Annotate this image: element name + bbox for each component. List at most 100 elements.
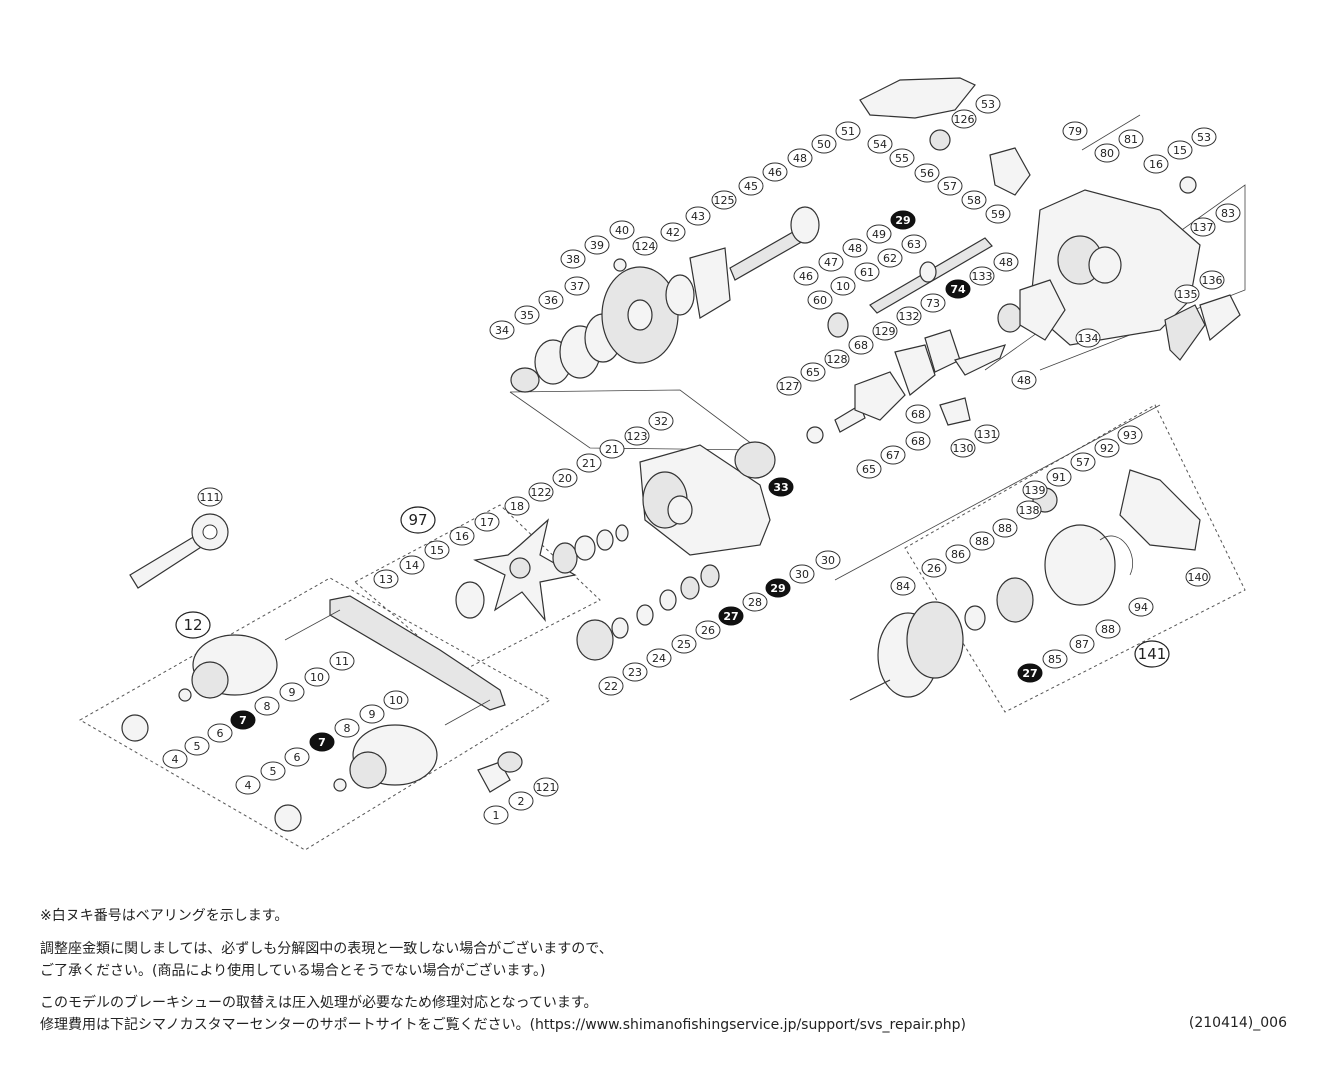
part-label-68: 68 (905, 404, 931, 424)
part-label-135: 135 (1174, 284, 1200, 304)
part-label-4: 4 (235, 775, 261, 795)
part-label-text: 30 (795, 568, 809, 581)
part-label-text: 47 (824, 256, 838, 269)
part-label-text: 67 (886, 449, 900, 462)
part-label-88: 88 (992, 518, 1018, 538)
part-label-text: 84 (896, 580, 910, 593)
part-label-text: 36 (544, 294, 558, 307)
part-label-123: 123 (624, 426, 650, 446)
part-label-111: 111 (197, 487, 223, 507)
part-label-text: 13 (379, 573, 393, 586)
repair-note-line-1: このモデルのブレーキシューの取替えは圧入処理が必要なため修理対応となっています。 (40, 995, 598, 1011)
part-label-text: 5 (194, 740, 201, 753)
part-label-130: 130 (950, 438, 976, 458)
part-label-text: 81 (1124, 133, 1138, 146)
part-label-61: 61 (854, 262, 880, 282)
clutch-cam (854, 371, 906, 421)
part-label-48: 48 (1011, 370, 1037, 390)
part-label-text: 12 (183, 616, 202, 634)
part-label-47: 47 (818, 252, 844, 272)
part-label-text: 124 (635, 240, 656, 253)
handle-arm (329, 595, 506, 711)
part-label-text: 48 (1017, 374, 1031, 387)
part-label-text: 53 (981, 98, 995, 111)
part-label-6: 6 (284, 747, 310, 767)
knob-cap-upper (121, 714, 149, 742)
part-label-38: 38 (560, 249, 586, 269)
part-label-94: 94 (1128, 597, 1154, 617)
part-label-27: 27 (718, 606, 744, 626)
part-label-text: 10 (836, 280, 850, 293)
part-label-text: 25 (677, 638, 691, 651)
handle-assembly-outline (78, 577, 551, 851)
part-label-text: 4 (245, 779, 252, 792)
spool-group-line (834, 404, 1161, 581)
part-label-text: 33 (773, 481, 788, 494)
part-label-text: 86 (951, 548, 965, 561)
part-label-60: 60 (807, 290, 833, 310)
part-label-5: 5 (260, 761, 286, 781)
part-label-text: 59 (991, 208, 1005, 221)
part-label-11: 11 (329, 651, 355, 671)
part-label-39: 39 (584, 235, 610, 255)
part-label-text: 80 (1100, 147, 1114, 160)
part-label-text: 16 (1149, 158, 1163, 171)
part-label-text: 29 (770, 582, 785, 595)
part-label-59: 59 (985, 204, 1011, 224)
part-label-93: 93 (1117, 425, 1143, 445)
part-label-text: 35 (520, 309, 534, 322)
part-label-27: 27 (1017, 663, 1043, 683)
part-label-text: 73 (926, 297, 940, 310)
part-label-87: 87 (1069, 634, 1095, 654)
part-label-text: 51 (841, 125, 855, 138)
part-label-45: 45 (738, 176, 764, 196)
part-label-text: 135 (1177, 288, 1198, 301)
part-label-text: 29 (895, 214, 910, 227)
part-label-57: 57 (937, 176, 963, 196)
part-label-text: 43 (691, 210, 705, 223)
part-label-text: 46 (799, 270, 813, 283)
part-label-36: 36 (538, 290, 564, 310)
part-label-text: 37 (570, 280, 584, 293)
part-label-141: 141 (1134, 640, 1170, 668)
part-label-text: 139 (1025, 484, 1046, 497)
part-label-81: 81 (1118, 129, 1144, 149)
part-label-42: 42 (660, 222, 686, 242)
drag-stack (552, 524, 720, 661)
part-label-text: 60 (813, 294, 827, 307)
washer-note: 調整座金類に関しましては、必ずしも分解図中の表現と一致しない場合がございますので… (40, 938, 613, 982)
part-label-46: 46 (793, 266, 819, 286)
part-label-text: 122 (531, 486, 552, 499)
part-label-text: 28 (748, 596, 762, 609)
part-label-text: 61 (860, 266, 874, 279)
part-label-67: 67 (880, 445, 906, 465)
drag-nut (576, 619, 614, 661)
part-label-56: 56 (914, 163, 940, 183)
part-label-text: 34 (495, 324, 509, 337)
part-label-10: 10 (383, 690, 409, 710)
part-label-text: 5 (270, 765, 277, 778)
part-label-text: 91 (1052, 471, 1066, 484)
part-label-18: 18 (504, 496, 530, 516)
part-label-134: 134 (1075, 328, 1101, 348)
part-label-text: 57 (1076, 456, 1090, 469)
part-label-50: 50 (811, 134, 837, 154)
part-label-text: 6 (217, 727, 224, 740)
main-gear-group (510, 206, 820, 393)
part-label-10: 10 (830, 276, 856, 296)
part-label-54: 54 (867, 134, 893, 154)
part-label-text: 131 (977, 428, 998, 441)
washer-note-line-2: ご了承ください。(商品により使用している場合とそうでない場合がございます。) (40, 963, 546, 979)
part-label-16: 16 (449, 526, 475, 546)
part-label-84: 84 (890, 576, 916, 596)
part-label-37: 37 (564, 276, 590, 296)
part-label-46: 46 (762, 162, 788, 182)
part-label-136: 136 (1199, 270, 1225, 290)
part-label-65: 65 (800, 362, 826, 382)
part-label-7: 7 (309, 732, 335, 752)
part-label-29: 29 (890, 210, 916, 230)
repair-note: このモデルのブレーキシューの取替えは圧入処理が必要なため修理対応となっています。… (40, 992, 966, 1036)
part-label-text: 30 (821, 554, 835, 567)
part-label-15: 15 (1167, 140, 1193, 160)
part-label-92: 92 (1094, 438, 1120, 458)
